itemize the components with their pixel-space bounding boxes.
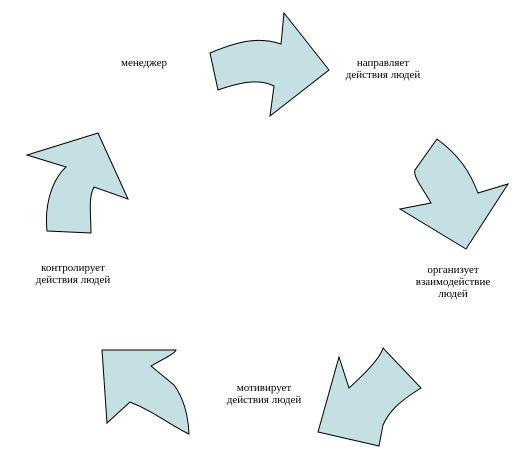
node-organizes: организует взаимодействие людей bbox=[388, 264, 518, 300]
node-manager: менеджер bbox=[98, 57, 190, 69]
arrow-organizes-to-motivates bbox=[317, 346, 422, 447]
node-organizes-line-1: организует bbox=[427, 264, 479, 276]
node-motivates-line-1: мотивирует bbox=[236, 382, 292, 394]
node-directs: направляет действия людей bbox=[328, 57, 438, 81]
arrow-directs-to-organizes bbox=[398, 138, 510, 250]
arrow-motivates-to-controls bbox=[101, 349, 190, 435]
node-motivates: мотивирует действия людей bbox=[206, 382, 322, 406]
node-organizes-line-2: взаимодействие bbox=[415, 276, 491, 288]
node-directs-line-1: направляет bbox=[356, 57, 410, 69]
arrow-manager-to-directs bbox=[209, 11, 330, 118]
node-controls-line-2: действия людей bbox=[35, 274, 111, 286]
node-motivates-line-2: действия людей bbox=[226, 394, 302, 406]
node-controls-line-1: контролирует bbox=[41, 262, 105, 274]
node-controls: контролирует действия людей bbox=[18, 262, 128, 286]
node-directs-line-2: действия людей bbox=[345, 69, 421, 81]
node-manager-line-1: менеджер bbox=[121, 57, 167, 69]
node-organizes-line-3: людей bbox=[438, 288, 468, 300]
arrow-controls-to-manager bbox=[25, 132, 129, 234]
